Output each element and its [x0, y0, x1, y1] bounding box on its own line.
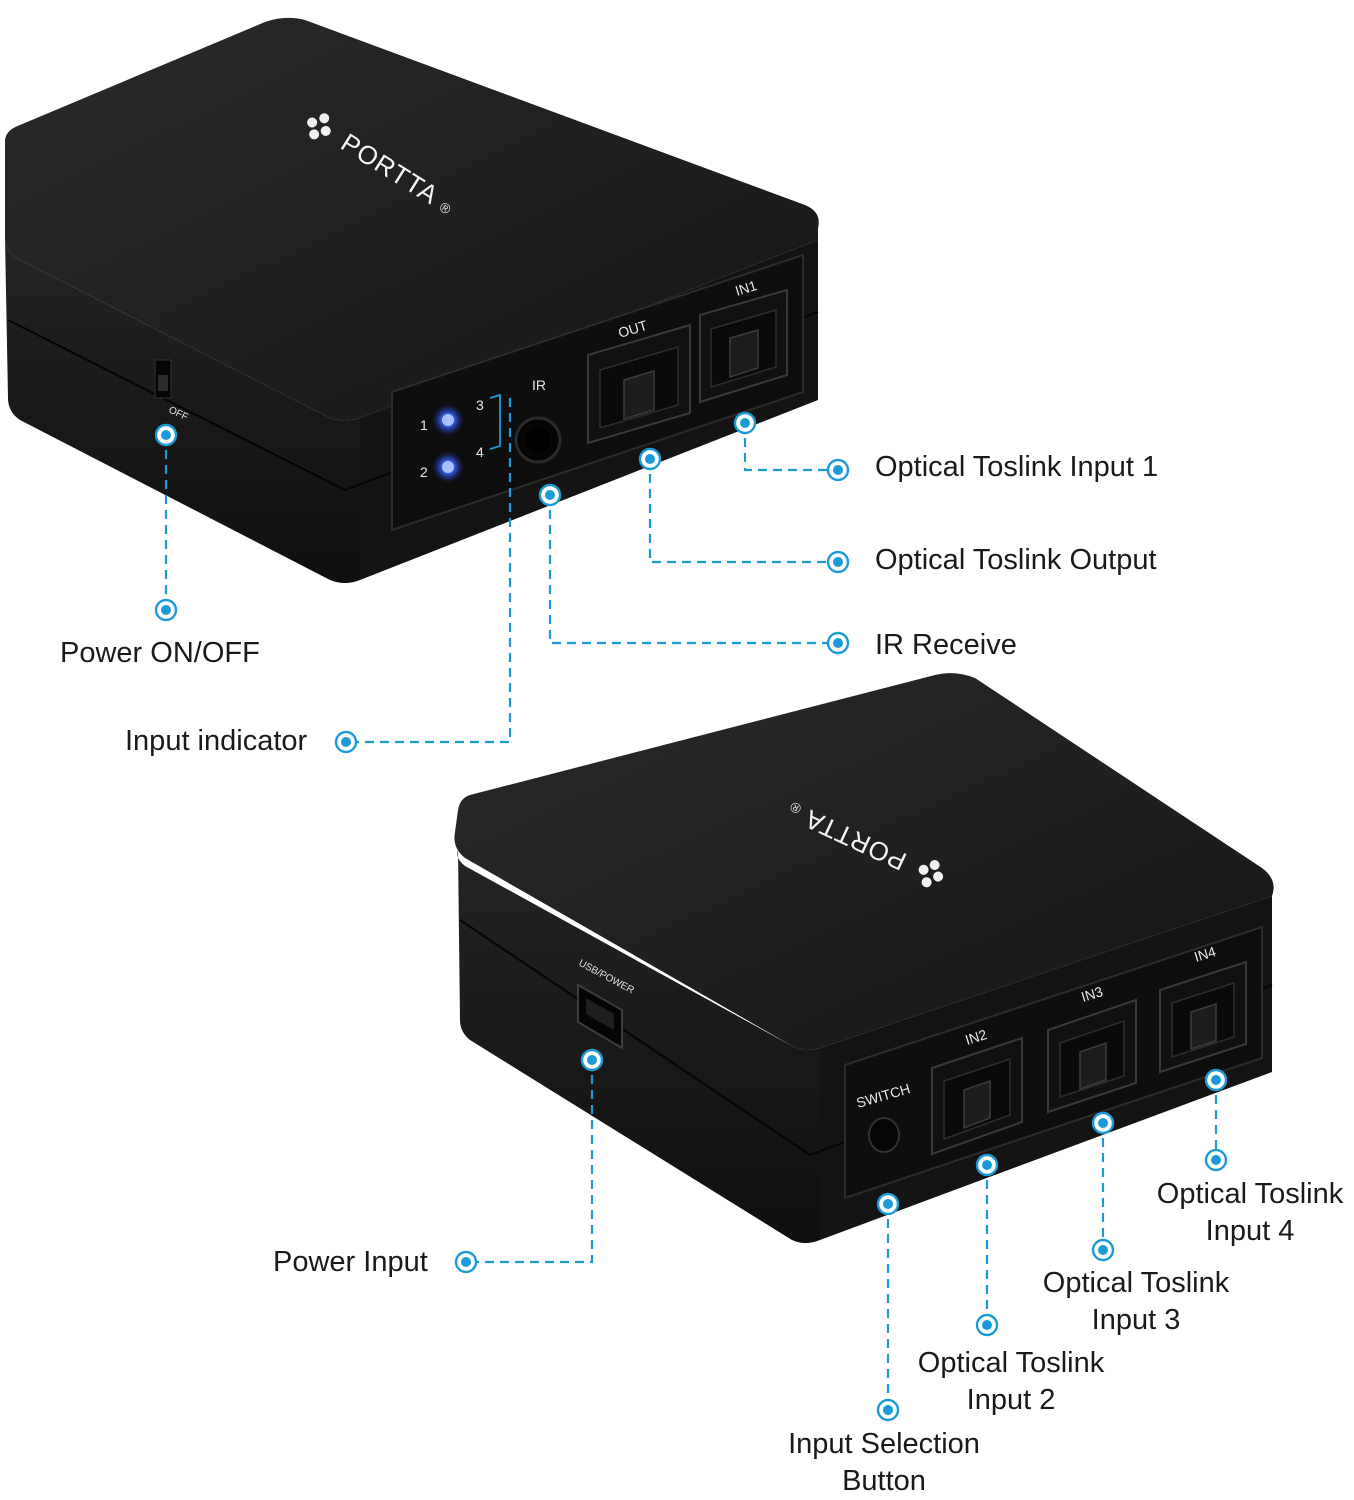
callout-optical-input-3-line2: Input 3	[1092, 1304, 1181, 1336]
device-top-left-face	[5, 238, 360, 583]
marker-dot	[580, 1048, 604, 1072]
callout-labels: Optical Toslink Input 1 Optical Toslink …	[60, 451, 1344, 1497]
marker-dot	[733, 411, 757, 435]
marker-dot	[826, 458, 850, 482]
in2-port-label: IN2	[963, 1026, 989, 1048]
in4-port-label: IN4	[1192, 943, 1218, 965]
callout-power-input: Power Input	[273, 1246, 428, 1278]
marker-dot	[1091, 1238, 1115, 1262]
callout-input-indicator: Input indicator	[125, 725, 308, 757]
in1-port-label: IN1	[733, 277, 759, 299]
ir-label: IR	[532, 377, 546, 393]
marker-dot	[454, 1250, 478, 1274]
device-bottom-left-face	[457, 850, 820, 1243]
device-top-top-face	[5, 17, 819, 421]
marker-dot	[154, 598, 178, 622]
optical-input-3-port[interactable]: IN3	[1047, 983, 1137, 1114]
callout-ir-receive: IR Receive	[875, 629, 1017, 661]
marker-dot	[334, 730, 358, 754]
device-bottom: PORTTA ® USB/POWER SWITCH IN2 IN3	[454, 673, 1274, 1243]
callout-optical-input-1: Optical Toslink Input 1	[875, 451, 1158, 483]
in3-port-label: IN3	[1079, 983, 1105, 1005]
marker-dot	[1091, 1111, 1115, 1135]
marker-dot	[975, 1153, 999, 1177]
callout-optical-input-3-line1: Optical Toslink	[1043, 1267, 1230, 1299]
marker-dot	[826, 550, 850, 574]
led-indicator	[442, 461, 454, 473]
callout-optical-input-2-line1: Optical Toslink	[918, 1347, 1105, 1379]
callout-optical-input-4-line1: Optical Toslink	[1157, 1178, 1344, 1210]
callout-power-on-off: Power ON/OFF	[60, 637, 260, 669]
callout-input-selection-line1: Input Selection	[788, 1428, 980, 1460]
led-indicator	[442, 414, 454, 426]
marker-dot	[826, 631, 850, 655]
marker-dot	[876, 1192, 900, 1216]
marker-dot	[876, 1398, 900, 1422]
marker-dot	[1204, 1068, 1228, 1092]
optical-output-port[interactable]: OUT	[587, 317, 691, 445]
callout-optical-output: Optical Toslink Output	[875, 544, 1157, 576]
device-bottom-top-face	[454, 673, 1274, 1050]
led-label-3: 3	[476, 397, 484, 413]
optical-input-1-port[interactable]: IN1	[699, 277, 788, 404]
led-label-4: 4	[476, 444, 484, 460]
callout-optical-input-2-line2: Input 2	[967, 1384, 1056, 1416]
callout-markers	[154, 411, 1228, 1422]
ir-receiver-jack: IR	[514, 377, 562, 464]
marker-dot	[538, 483, 562, 507]
marker-dot	[638, 447, 662, 471]
callout-leaders	[164, 398, 1218, 1410]
optical-input-2-port[interactable]: IN2	[931, 1026, 1023, 1156]
marker-dot	[1204, 1148, 1228, 1172]
marker-dot	[154, 423, 178, 447]
optical-input-4-port[interactable]: IN4	[1159, 943, 1247, 1074]
device-top: PORTTA ® OFF 1 2 3 4 IR	[5, 17, 819, 583]
callout-optical-input-4-line2: Input 4	[1206, 1215, 1295, 1247]
led-label-2: 2	[420, 464, 428, 480]
callout-input-selection-line2: Button	[842, 1465, 926, 1497]
marker-dot	[975, 1313, 999, 1337]
input-indicator-leds: 1 2 3 4	[420, 393, 501, 483]
led-label-1: 1	[420, 417, 428, 433]
